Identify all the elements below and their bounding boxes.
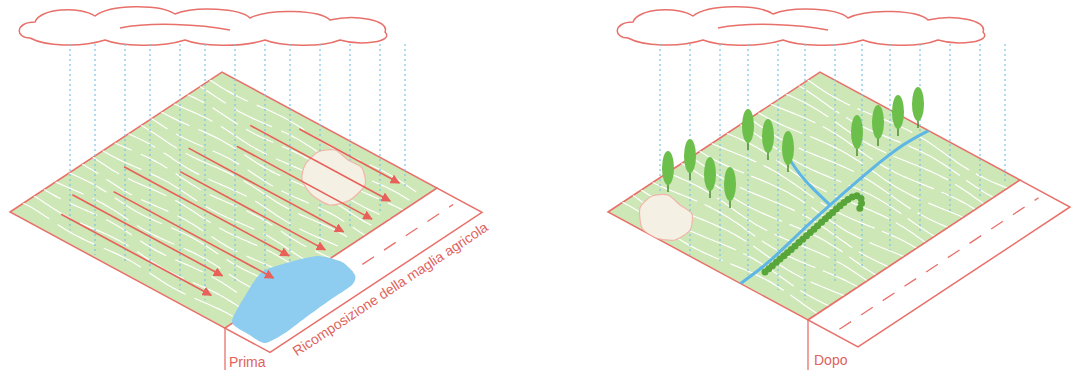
rain-line (319, 44, 320, 240)
rain-cloud (617, 7, 984, 46)
furrow-line (72, 159, 306, 287)
furrow-line (142, 113, 374, 242)
rain-line (889, 44, 890, 250)
field (608, 72, 1020, 320)
furrow-line (799, 74, 1019, 193)
tree-crown (912, 87, 924, 121)
rain-line (69, 44, 70, 230)
rain-line (1004, 44, 1005, 184)
rain-line (979, 44, 980, 196)
road (808, 180, 1070, 347)
tree-crown (662, 151, 674, 185)
tree-crown (851, 115, 863, 149)
rain-line (124, 44, 125, 262)
tree-trunk (856, 148, 858, 156)
panel-label: Prima (229, 354, 266, 370)
furrow-line (624, 189, 840, 310)
furrow-line (682, 151, 899, 272)
furrow-line (775, 90, 992, 211)
rain-cloud (19, 7, 386, 46)
drainage-canal (930, 110, 960, 130)
tree-trunk (877, 138, 879, 146)
drainage-canal (790, 160, 830, 205)
furrow-line (789, 80, 1004, 202)
rain-line (834, 44, 835, 282)
tree-trunk (667, 184, 669, 192)
furrow-line (94, 145, 329, 272)
tree-crown (892, 95, 904, 129)
tree-crown (872, 105, 884, 139)
rain-line (747, 44, 748, 275)
rain-line (919, 44, 920, 232)
label-leader (224, 328, 225, 370)
field-furrows (13, 74, 434, 326)
tree-crown (704, 157, 716, 191)
furrow-line (163, 99, 401, 224)
tree-crown (684, 139, 696, 173)
panel-label: Dopo (814, 352, 847, 368)
road (225, 188, 482, 352)
tree-crown (762, 119, 774, 153)
rain-line (379, 44, 380, 212)
rain-line (264, 44, 265, 290)
label-leader (807, 320, 808, 370)
tree-trunk (709, 190, 711, 198)
tree-crown (782, 131, 794, 165)
rain-line (861, 44, 862, 268)
rain-line (234, 44, 235, 282)
rain-line (804, 44, 805, 300)
runoff-arrow (250, 125, 390, 201)
tree-trunk (897, 128, 899, 136)
tree-trunk (689, 172, 691, 180)
furrow-line (632, 184, 855, 301)
tree-trunk (787, 164, 789, 172)
furrow-line (25, 190, 257, 319)
farm-building (640, 194, 693, 240)
road-centre-line (839, 198, 1038, 330)
runoff-arrow (189, 148, 344, 232)
tree-crown (742, 109, 754, 143)
hedgerow (765, 196, 862, 272)
rain-line (204, 44, 205, 300)
furrow-line (35, 183, 269, 311)
tree-crown (724, 167, 736, 201)
runoff-arrow (299, 129, 399, 183)
tree-trunk (767, 152, 769, 160)
furrow-line (13, 198, 248, 325)
after-panel (608, 7, 1070, 370)
tree-trunk (729, 200, 731, 208)
before-panel (10, 7, 482, 370)
runoff-arrow (124, 167, 289, 256)
runoff-arrow (61, 214, 211, 295)
rain-line (289, 44, 290, 262)
furrow-line (45, 177, 282, 302)
furrow-line (152, 106, 387, 233)
after-details (640, 110, 960, 284)
rain-line (94, 44, 95, 255)
rain-line (404, 44, 405, 186)
furrow-line (177, 90, 413, 216)
rain-line (719, 44, 720, 262)
furrow-line (190, 81, 423, 209)
tree-trunk (917, 120, 919, 128)
tree-rows (662, 87, 924, 208)
rain-line (949, 44, 950, 212)
tree-trunk (747, 142, 749, 150)
field-furrows (612, 74, 1019, 320)
